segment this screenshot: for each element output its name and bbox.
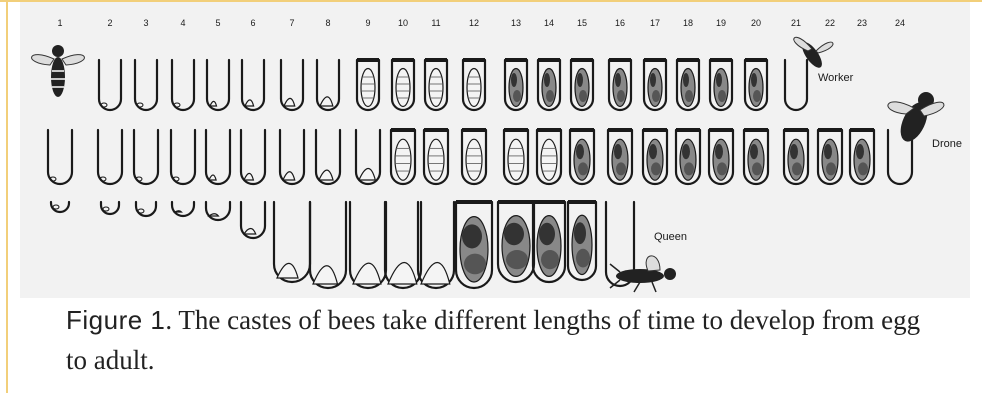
day-number-24: 24 bbox=[895, 18, 905, 28]
day-number-3: 3 bbox=[143, 18, 148, 28]
caption-label: Figure 1 bbox=[66, 305, 165, 335]
day-number-6: 6 bbox=[250, 18, 255, 28]
day-number-19: 19 bbox=[716, 18, 726, 28]
worker-label: Worker bbox=[818, 72, 854, 84]
day-number-1: 1 bbox=[57, 18, 62, 28]
day-number-16: 16 bbox=[615, 18, 625, 28]
day-number-8: 8 bbox=[325, 18, 330, 28]
drone-label: Drone bbox=[932, 138, 962, 150]
figure-caption: Figure 1. The castes of bees take differ… bbox=[66, 300, 926, 380]
caption-text: . The castes of bees take different leng… bbox=[66, 305, 920, 375]
queen-label: Queen bbox=[654, 231, 687, 243]
day-number-4: 4 bbox=[180, 18, 185, 28]
day-number-5: 5 bbox=[215, 18, 220, 28]
day-number-21: 21 bbox=[791, 18, 801, 28]
day-number-7: 7 bbox=[289, 18, 294, 28]
day-number-15: 15 bbox=[577, 18, 587, 28]
day-number-2: 2 bbox=[107, 18, 112, 28]
day-number-13: 13 bbox=[511, 18, 521, 28]
day-number-11: 11 bbox=[431, 18, 440, 28]
day-number-12: 12 bbox=[469, 18, 479, 28]
day-number-10: 10 bbox=[398, 18, 408, 28]
day-number-20: 20 bbox=[751, 18, 761, 28]
day-number-14: 14 bbox=[544, 18, 554, 28]
day-number-17: 17 bbox=[650, 18, 660, 28]
day-number-9: 9 bbox=[365, 18, 370, 28]
day-number-22: 22 bbox=[825, 18, 835, 28]
day-number-18: 18 bbox=[683, 18, 693, 28]
bee-development-figure: 123456789101112131415161718192021222324 … bbox=[0, 2, 982, 298]
day-number-23: 23 bbox=[857, 18, 867, 28]
